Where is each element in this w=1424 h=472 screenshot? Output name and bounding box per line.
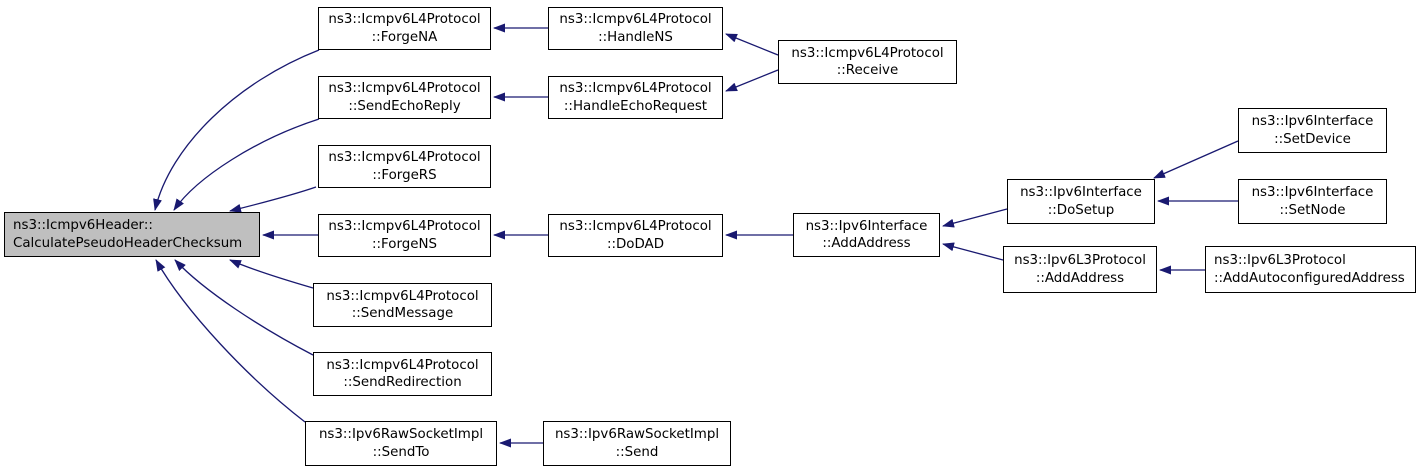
node-send-echo-reply[interactable]: ns3::Icmpv6L4Protocol ::SendEchoReply	[318, 76, 491, 119]
node-forge-rs[interactable]: ns3::Icmpv6L4Protocol ::ForgeRS	[318, 145, 491, 188]
node-label: ns3::Icmpv6L4Protocol	[326, 288, 479, 304]
node-label: CalculatePseudoHeaderChecksum	[13, 235, 243, 251]
node-label: ns3::Icmpv6L4Protocol	[559, 12, 712, 27]
node-label: ns3::Icmpv6L4Protocol	[326, 357, 479, 373]
node-label: ::ForgeNS	[372, 236, 437, 252]
node-handle-ns[interactable]: ns3::Icmpv6L4Protocol ::HandleNS	[548, 7, 723, 50]
edge-l3addaddress-to-ipv6ifaddaddress	[942, 242, 1004, 261]
node-ipv6interface-do-setup[interactable]: ns3::Ipv6Interface ::DoSetup	[1007, 179, 1155, 224]
node-label: ns3::Icmpv6L4Protocol	[328, 12, 481, 27]
node-label: ::AddAddress	[1035, 270, 1125, 286]
edge-sendechoreply-to-main	[173, 118, 320, 211]
node-handle-echo-request[interactable]: ns3::Icmpv6L4Protocol ::HandleEchoReques…	[548, 76, 723, 119]
node-do-dad[interactable]: ns3::Icmpv6L4Protocol ::DoDAD	[548, 214, 723, 257]
node-ipv6l3protocol-add-address[interactable]: ns3::Ipv6L3Protocol ::AddAddress	[1003, 246, 1157, 293]
node-label: ns3::Ipv6L3Protocol	[1214, 253, 1346, 268]
node-label: ::SendTo	[372, 444, 430, 460]
edge-sendmessage-to-main	[229, 259, 314, 289]
node-label: ns3::Ipv6L3Protocol	[1014, 253, 1146, 268]
node-label: ns3::Icmpv6L4Protocol	[328, 150, 481, 165]
node-forge-na[interactable]: ns3::Icmpv6L4Protocol ::ForgeNA	[318, 7, 491, 50]
node-label: ns3::Icmpv6L4Protocol	[328, 81, 481, 96]
node-label: ::ForgeNA	[371, 29, 438, 45]
edge-dosetup-to-ipv6ifaddaddress	[942, 208, 1008, 228]
node-label: ::SendEchoReply	[348, 98, 461, 114]
node-forge-ns[interactable]: ns3::Icmpv6L4Protocol ::ForgeNS	[318, 214, 491, 257]
node-label: ::HandleEchoRequest	[563, 98, 708, 114]
node-label: ::AddAddress	[822, 236, 911, 251]
node-label: ns3::Icmpv6L4Protocol	[559, 81, 712, 96]
node-send[interactable]: ns3::Ipv6RawSocketImpl ::Send	[543, 421, 731, 466]
edge-sendto-to-main	[155, 259, 306, 423]
edge-receive-to-handlens	[725, 33, 779, 56]
node-label: ::SetNode	[1279, 202, 1346, 218]
node-label: ns3::Icmpv6Header::	[13, 218, 153, 233]
node-label: ns3::Icmpv6L4Protocol	[559, 219, 712, 234]
node-ipv6l3protocol-add-autoconfigured-address[interactable]: ns3::Ipv6L3Protocol ::AddAutoconfiguredA…	[1205, 246, 1416, 293]
node-label: ::DoDAD	[606, 236, 665, 252]
node-label: ::HandleNS	[598, 29, 673, 45]
edge-setdevice-to-dosetup	[1153, 140, 1239, 179]
node-label: ::SendRedirection	[343, 375, 462, 390]
node-send-message[interactable]: ns3::Icmpv6L4Protocol ::SendMessage	[313, 283, 492, 327]
edge-forgers-to-main	[229, 186, 317, 213]
node-label: ::AddAutoconfiguredAddress	[1214, 270, 1405, 286]
node-label: ns3::Ipv6RawSocketImpl	[318, 427, 484, 442]
node-label: ns3::Ipv6Interface	[1020, 185, 1142, 200]
node-label: ns3::Icmpv6L4Protocol	[791, 45, 944, 61]
node-label: ::SendMessage	[351, 306, 454, 321]
node-label: ns3::Icmpv6L4Protocol	[328, 219, 481, 234]
edge-forgena-to-main	[153, 49, 320, 211]
node-label: ns3::Ipv6Interface	[1251, 114, 1374, 129]
node-label: ::DoSetup	[1047, 202, 1115, 218]
node-ipv6interface-set-node[interactable]: ns3::Ipv6Interface ::SetNode	[1238, 179, 1387, 224]
edge-sendredirection-to-main	[174, 259, 314, 356]
node-send-to[interactable]: ns3::Ipv6RawSocketImpl ::SendTo	[305, 421, 497, 466]
node-ipv6interface-add-address[interactable]: ns3::Ipv6Interface ::AddAddress	[793, 213, 940, 257]
edge-receive-to-handleechorequest	[725, 69, 779, 92]
node-label: ns3::Ipv6RawSocketImpl	[554, 427, 720, 442]
node-send-redirection[interactable]: ns3::Icmpv6L4Protocol ::SendRedirection	[313, 352, 492, 396]
node-calculate-pseudo-header-checksum: ns3::Icmpv6Header:: CalculatePseudoHeade…	[4, 212, 260, 257]
node-label: ::SetDevice	[1274, 131, 1351, 147]
node-label: ::Send	[615, 444, 659, 460]
node-ipv6interface-set-device[interactable]: ns3::Ipv6Interface ::SetDevice	[1238, 108, 1387, 153]
node-label: ns3::Ipv6Interface	[1251, 185, 1374, 200]
node-label: ns3::Ipv6Interface	[805, 218, 928, 234]
node-label: ::ForgeRS	[372, 167, 437, 183]
node-label: ::Receive	[836, 63, 899, 78]
node-receive[interactable]: ns3::Icmpv6L4Protocol ::Receive	[778, 40, 957, 84]
